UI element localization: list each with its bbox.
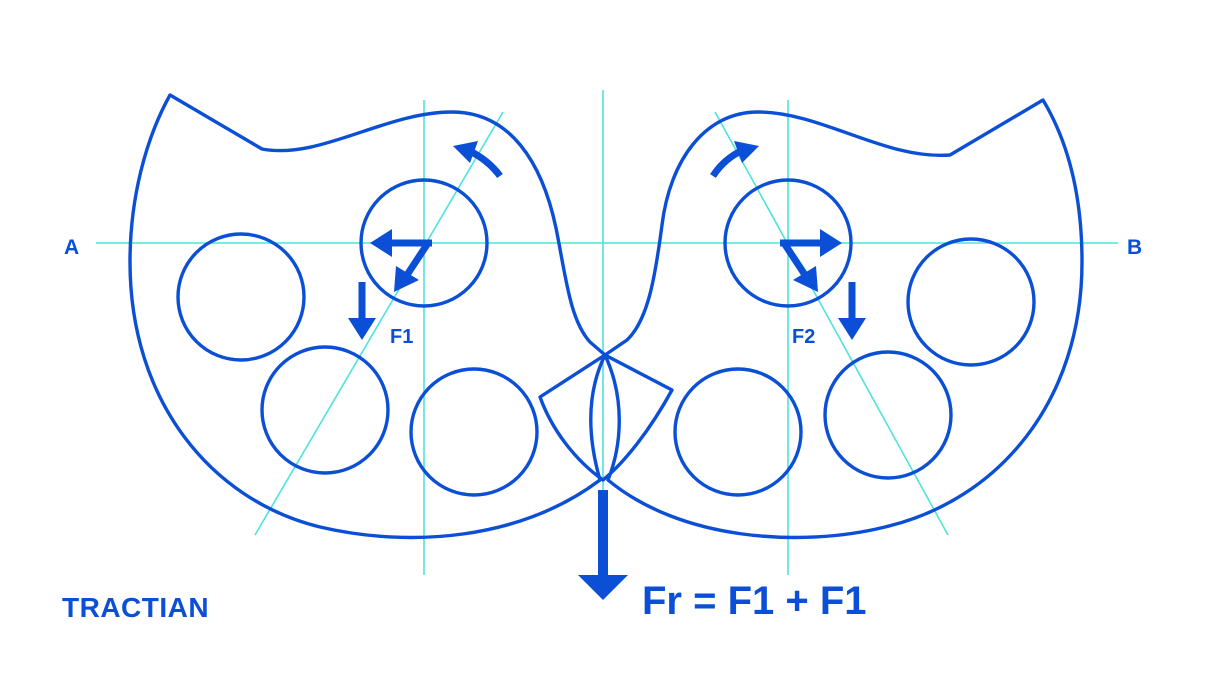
right-rotation-arrowhead (734, 141, 759, 163)
right-pressure-line (714, 111, 949, 536)
rotation-arrows (453, 141, 759, 179)
resultant-force-arrow (578, 490, 628, 600)
left-gear-hole-bottom-left (260, 345, 390, 475)
right-gear-hub (723, 178, 853, 308)
resultant-force-arrowhead (578, 575, 628, 600)
left-force-vectors (348, 229, 432, 340)
left-gear-outline (128, 93, 607, 540)
left-horizontal-force-arrowhead (370, 229, 392, 257)
force-f1-label: F1 (390, 326, 413, 348)
right-rotation-arc (710, 146, 745, 178)
tractian-logo: TRACTIAN (62, 592, 209, 623)
resultant-equation: Fr = F1 + F1 (642, 579, 867, 623)
left-gear-hub (359, 178, 489, 308)
left-gear-hole-bottom-right (409, 367, 539, 497)
left-pressure-line (254, 111, 504, 536)
right-diagonal-force-line (781, 241, 810, 280)
right-diagonal-force-arrowhead (793, 266, 818, 292)
left-rotation-arrowhead (453, 141, 478, 163)
right-gear-hole-bottom-right (823, 350, 953, 480)
right-gear-outline (603, 98, 1084, 540)
point-a-label: A (64, 236, 79, 259)
left-diagonal-force-line (402, 241, 431, 280)
right-horizontal-force-arrowhead (820, 229, 842, 257)
right-gear-hole-right (906, 237, 1036, 367)
left-diagonal-force-arrowhead (394, 266, 419, 292)
right-force-down-arrowhead (838, 318, 866, 340)
point-b-label: B (1127, 236, 1142, 259)
meshing-tooth (538, 353, 674, 482)
left-gear-holes (176, 178, 539, 497)
right-force-vectors (780, 229, 866, 340)
right-gear-hole-bottom-left (673, 367, 803, 497)
left-force-down-arrowhead (348, 318, 376, 340)
left-gear-hole-left (176, 232, 306, 362)
right-gear-holes (673, 178, 1036, 497)
force-f2-label: F2 (792, 326, 815, 348)
